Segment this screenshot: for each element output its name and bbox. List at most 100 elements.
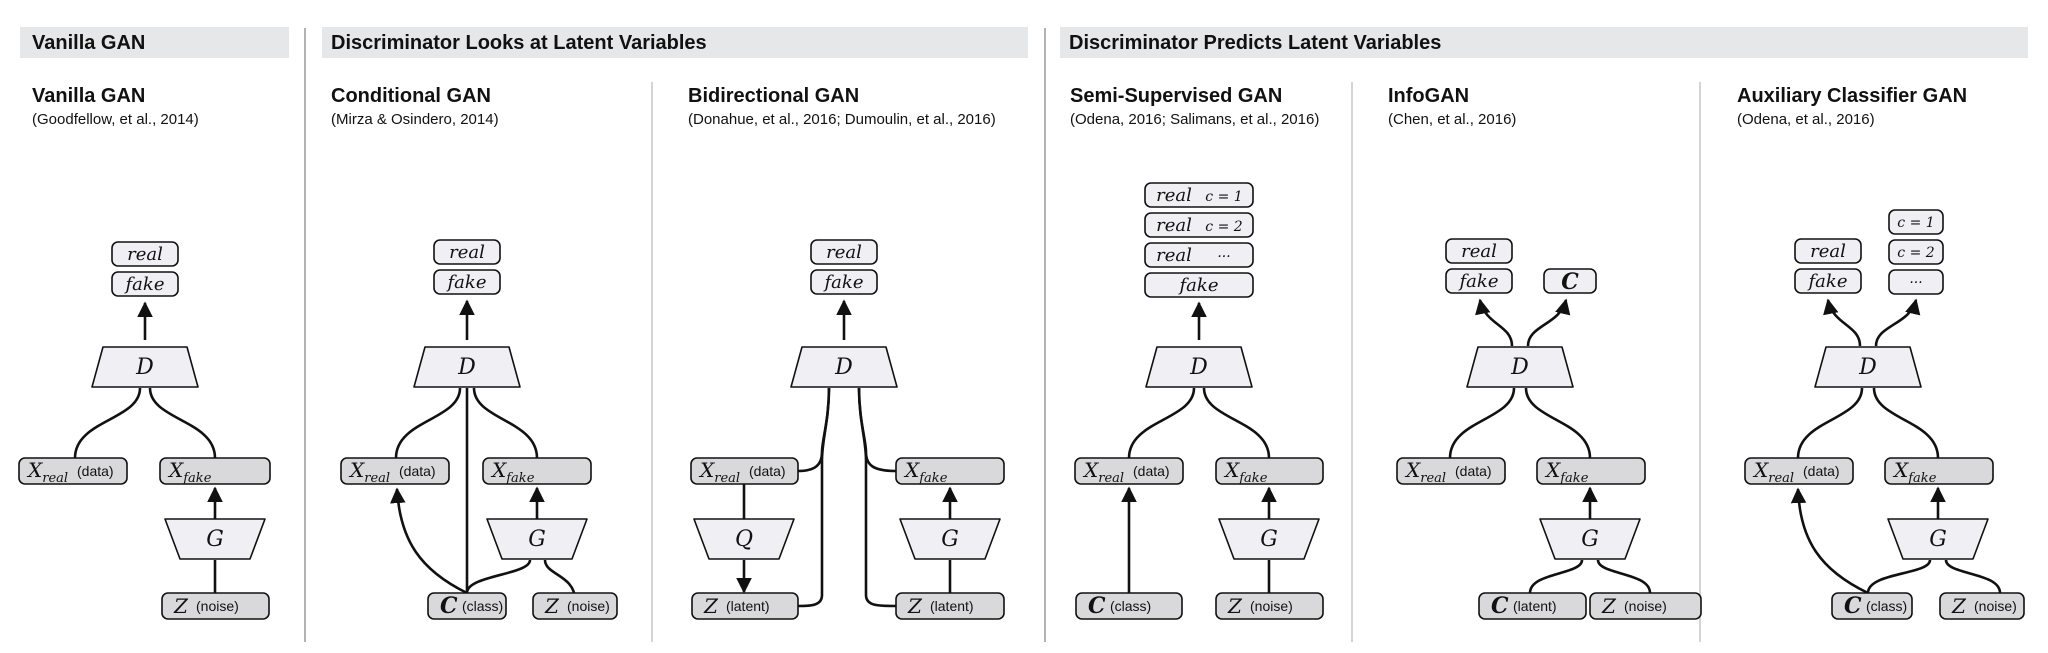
x-fake-node-symbol: Xfake bbox=[1544, 458, 1589, 486]
z-latent-node bbox=[895, 592, 1005, 620]
encoder-node bbox=[693, 518, 795, 560]
z-noise-node-symbol: Z bbox=[544, 594, 560, 618]
output-c2 bbox=[1888, 239, 1944, 265]
x-real-node-symbol: Xreal bbox=[1752, 458, 1794, 486]
x-real-node-symbol: Xreal bbox=[698, 458, 740, 486]
x-real-node-annotation: (data) bbox=[749, 463, 786, 479]
output-real-c2-real: real bbox=[1156, 215, 1192, 236]
output-fake-text: fake bbox=[446, 272, 487, 293]
x-real-node-annotation: (data) bbox=[1133, 463, 1170, 479]
output-c-text: C bbox=[1561, 269, 1579, 295]
z-noise-node-symbol: Z bbox=[173, 594, 189, 618]
output-fake bbox=[1144, 272, 1254, 298]
c-class-node bbox=[1831, 592, 1913, 620]
panel-title-semisupervised: Semi-Supervised GAN bbox=[1070, 85, 1282, 107]
generator-node bbox=[164, 518, 266, 560]
c-latent-node bbox=[1478, 592, 1587, 620]
output-c2-text: c = 2 bbox=[1897, 245, 1934, 261]
discriminator-node-label: D bbox=[135, 355, 154, 380]
x-fake-node bbox=[1536, 457, 1646, 485]
x-real-node-symbol: Xreal bbox=[1082, 458, 1124, 486]
edge-xreal-to-d bbox=[1448, 387, 1516, 459]
discriminator-node bbox=[1814, 346, 1922, 388]
section-header-vanilla bbox=[20, 27, 289, 58]
output-fake-text: fake bbox=[823, 272, 864, 293]
c-class-node-symbol: C bbox=[1088, 593, 1106, 619]
section-title-looks: Discriminator Looks at Latent Variables bbox=[331, 32, 707, 54]
section-header-looks bbox=[322, 27, 1028, 58]
x-real-node-annotation: (data) bbox=[77, 463, 114, 479]
edge-zlatent2-to-d bbox=[857, 387, 897, 608]
x-real-node-annotation: (data) bbox=[1455, 463, 1492, 479]
generator-node-label: G bbox=[1929, 527, 1947, 552]
x-real-node bbox=[18, 457, 128, 485]
output-fake bbox=[1445, 268, 1513, 294]
discriminator-node bbox=[790, 346, 898, 388]
z-noise-node-symbol: Z bbox=[1227, 594, 1243, 618]
generator-node bbox=[899, 518, 1001, 560]
x-fake-node bbox=[159, 457, 271, 485]
z-noise-node bbox=[1589, 592, 1702, 620]
c-class-node-annotation: (class) bbox=[1110, 598, 1151, 614]
panel-citation-vanilla: (Goodfellow, et al., 2014) bbox=[32, 111, 199, 128]
output-real-dots-class: ··· bbox=[1217, 249, 1230, 265]
c-class-node-symbol: C bbox=[440, 593, 458, 619]
output-fake bbox=[810, 269, 878, 295]
encoder-node-label: Q bbox=[735, 527, 753, 552]
generator-node-label: G bbox=[1581, 527, 1599, 552]
edge-c-to-xreal bbox=[1790, 487, 1869, 595]
z-noise-node-symbol: Z bbox=[1951, 594, 1967, 618]
output-real bbox=[1445, 238, 1513, 264]
output-fake bbox=[111, 271, 179, 297]
output-real-text: real bbox=[1461, 241, 1497, 262]
x-fake-node-symbol: Xfake bbox=[1892, 458, 1937, 486]
output-real-text: real bbox=[1810, 241, 1846, 262]
output-real-text: real bbox=[449, 242, 485, 263]
discriminator-node bbox=[91, 346, 199, 388]
x-real-node bbox=[340, 457, 450, 485]
discriminator-node bbox=[413, 346, 521, 388]
edge-d-to-class bbox=[1874, 298, 1921, 347]
edge-d-to-realfake bbox=[1475, 298, 1514, 347]
x-real-node-symbol: Xreal bbox=[26, 458, 68, 486]
output-real-c1 bbox=[1144, 182, 1254, 208]
section-header-predicts bbox=[1060, 27, 2028, 58]
edge-z-to-g bbox=[1596, 559, 1652, 594]
z-latent-node-symbol: Z bbox=[703, 594, 719, 618]
output-real-dots-real: real bbox=[1156, 245, 1192, 266]
c-class-node bbox=[1075, 592, 1183, 620]
edge-xfake-to-d bbox=[1202, 387, 1271, 459]
panel-citation-semisupervised: (Odena, 2016; Salimans, et al., 2016) bbox=[1070, 111, 1319, 128]
edge-zlatent-to-d bbox=[797, 387, 831, 608]
c-latent-node-annotation: (latent) bbox=[1513, 598, 1557, 614]
edge-c-to-g bbox=[1866, 559, 1932, 594]
output-real-c2 bbox=[1144, 212, 1254, 238]
discriminator-node-label: D bbox=[457, 355, 476, 380]
z-noise-node bbox=[532, 592, 618, 620]
output-dots bbox=[1888, 269, 1944, 295]
output-fake-text: fake bbox=[1458, 271, 1499, 292]
panel-citation-bidirectional: (Donahue, et al., 2016; Dumoulin, et al.… bbox=[688, 111, 996, 128]
c-class-node-annotation: (class) bbox=[462, 598, 503, 614]
z-noise-node bbox=[1215, 592, 1324, 620]
output-real-text: real bbox=[127, 244, 163, 265]
z-noise-node bbox=[161, 592, 270, 620]
edge-c-to-g bbox=[465, 559, 532, 594]
panel-title-acgan: Auxiliary Classifier GAN bbox=[1737, 85, 1967, 107]
discriminator-node-label: D bbox=[834, 355, 853, 380]
output-real-c2-class: c = 2 bbox=[1205, 219, 1242, 235]
output-fake-text: fake bbox=[1178, 275, 1219, 296]
generator-node bbox=[1887, 518, 1989, 560]
edge-d-to-realfake bbox=[1823, 298, 1862, 347]
edge-xfake-to-d bbox=[148, 387, 217, 459]
z-latent-node-symbol: Z bbox=[907, 594, 923, 618]
generator-node-label: G bbox=[206, 527, 224, 552]
generator-node-label: G bbox=[528, 527, 546, 552]
x-real-node bbox=[1396, 457, 1506, 485]
z-noise-node-annotation: (noise) bbox=[1250, 598, 1293, 614]
x-real-node-annotation: (data) bbox=[1803, 463, 1840, 479]
z-noise-node-symbol: Z bbox=[1601, 594, 1617, 618]
edge-d-to-c bbox=[1526, 298, 1571, 347]
edge-xreal-to-d bbox=[394, 387, 462, 459]
